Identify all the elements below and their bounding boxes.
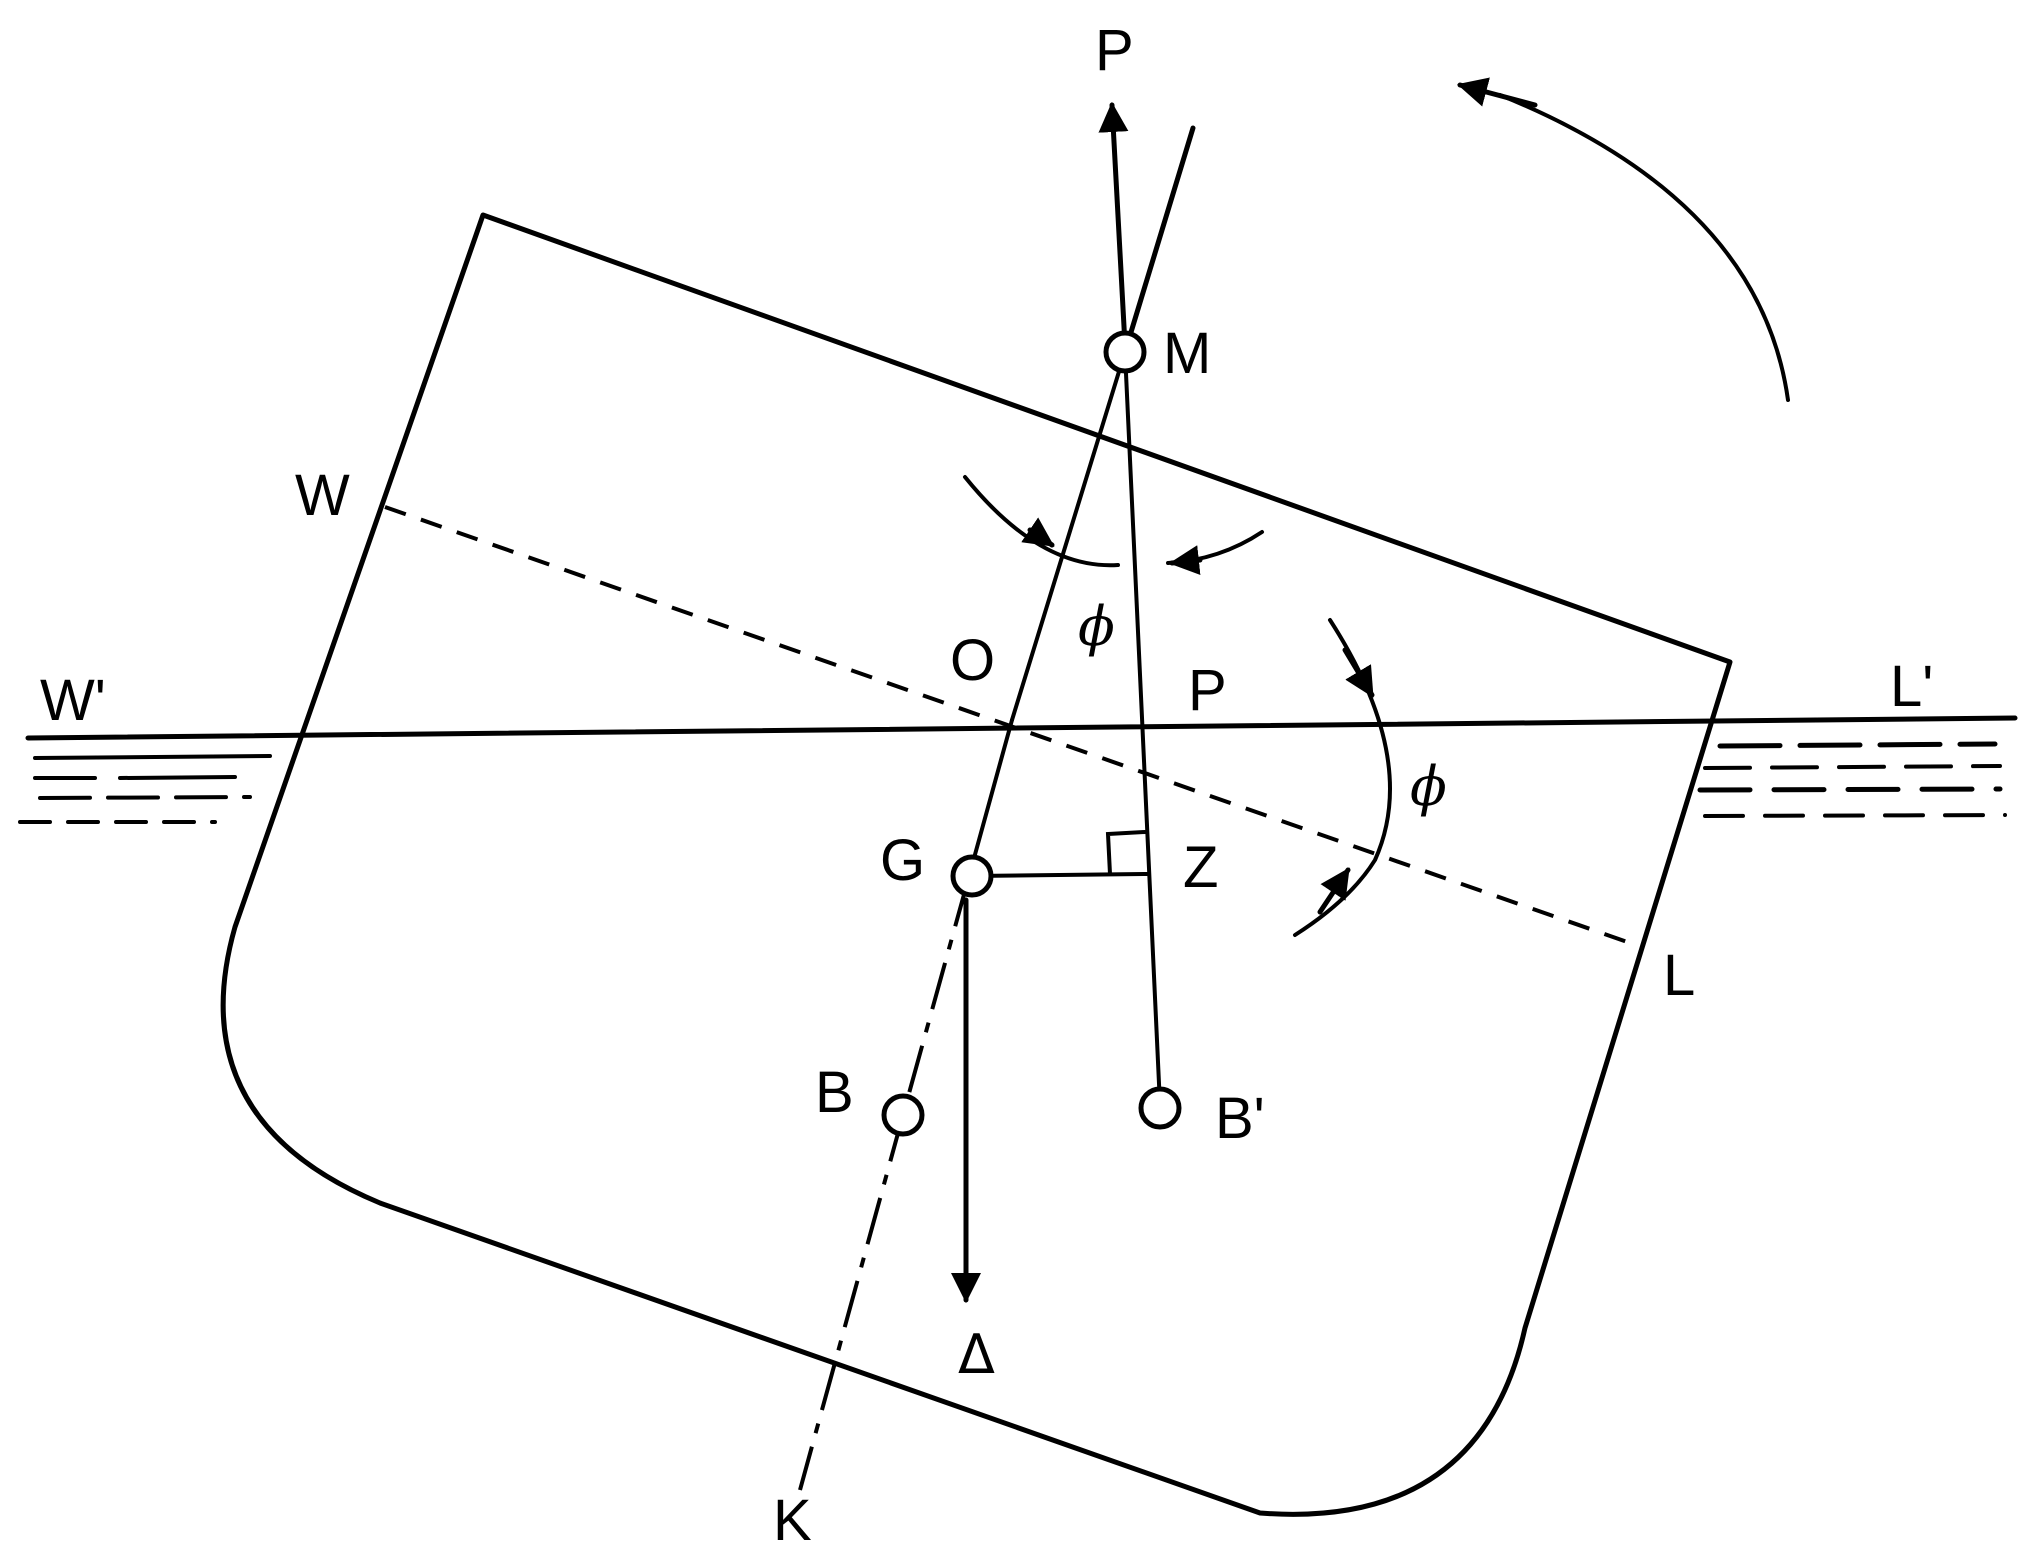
water-hatch-right [1697, 741, 2007, 818]
label-z: Z [1183, 835, 1218, 900]
angle-arc-upper-right [1166, 530, 1264, 565]
label-p-top: P [1095, 18, 1134, 83]
buoyancy-force-arrow [1098, 102, 1129, 348]
centreline-og [966, 718, 1014, 882]
angle-arrow-upper-left [1021, 517, 1055, 548]
centreline-upper [1122, 125, 1196, 355]
label-p-mid: P [1188, 658, 1227, 723]
label-l: L [1663, 943, 1695, 1008]
point-b [881, 1093, 925, 1137]
label-o: O [950, 628, 995, 693]
buoyancy-line [1123, 350, 1162, 1107]
point-b-prime [1138, 1086, 1182, 1130]
angle-arc-upper [963, 475, 1120, 568]
label-m: M [1163, 321, 1211, 386]
right-angle-mark [1105, 830, 1147, 876]
water-hatch-left [18, 754, 272, 824]
label-w-prime: W' [40, 668, 106, 733]
label-phi-upper: ϕ [1078, 595, 1115, 658]
angle-arrow-upper-right [1169, 545, 1203, 576]
label-b-prime: B' [1215, 1086, 1265, 1151]
angle-arrow-right-top [1342, 647, 1375, 698]
centreline-gb [901, 879, 970, 1116]
angle-arc-right [1293, 618, 1392, 937]
label-delta: Δ [958, 1323, 995, 1386]
point-m [1103, 330, 1147, 374]
label-g: G [880, 828, 925, 893]
label-phi-right: ϕ [1410, 755, 1447, 818]
waterline-wl-prime [25, 715, 2018, 741]
rotation-arrowhead [1457, 77, 1538, 108]
label-l-prime: L' [1890, 654, 1933, 719]
heel-rotation-arrow [1498, 93, 1790, 402]
hull-outline [220, 212, 1733, 1517]
label-b: B [815, 1060, 854, 1125]
label-w: W [295, 463, 350, 528]
centreline-bk [798, 1114, 905, 1491]
label-k: K [773, 1488, 812, 1553]
angle-arrow-right-bottom [1317, 867, 1351, 915]
centreline-km [1010, 350, 1127, 722]
righting-lever-gz [970, 872, 1149, 878]
point-g [950, 854, 994, 898]
